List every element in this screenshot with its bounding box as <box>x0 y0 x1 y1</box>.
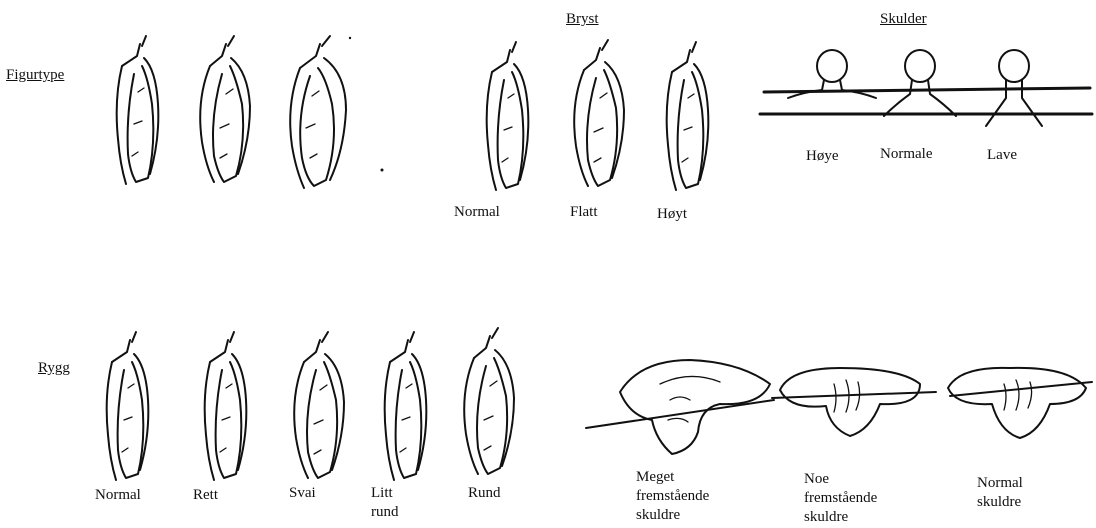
skuldre-topview-meget <box>586 360 774 454</box>
speck <box>381 169 384 172</box>
rygg-figure-normal <box>107 332 149 480</box>
speck <box>349 37 351 39</box>
bryst-figure-flatt <box>574 40 624 186</box>
bryst-figure-hoyt <box>667 42 709 190</box>
rygg-figure-litt-rund <box>385 332 427 480</box>
rygg-figure-rund <box>464 328 514 474</box>
skuldre-topview-normal <box>948 368 1092 438</box>
bryst-figure-normal <box>487 42 529 190</box>
figurtype-figure-2 <box>200 36 250 182</box>
figurtype-figure-1 <box>117 36 159 184</box>
skuldre-topview-noe <box>772 368 936 436</box>
rygg-figure-rett <box>205 332 247 480</box>
skulder-diagram <box>760 50 1092 126</box>
rygg-figure-svai <box>294 332 344 478</box>
figurtype-figure-3 <box>290 36 346 188</box>
